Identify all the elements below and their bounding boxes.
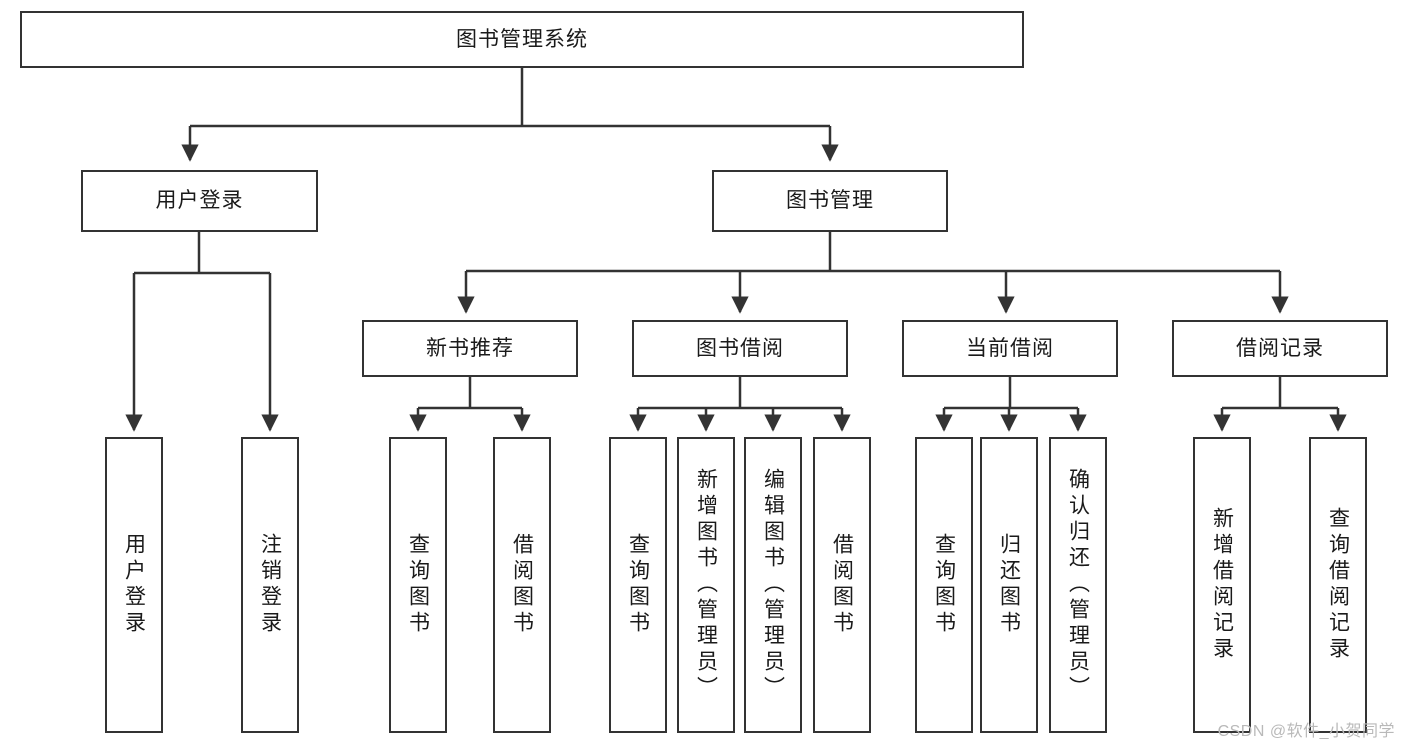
node-leaf-query-book-3[interactable]: 查询图书	[915, 437, 973, 733]
node-borrow-record[interactable]: 借阅记录	[1172, 320, 1388, 377]
node-new-book-recommend[interactable]: 新书推荐	[362, 320, 578, 377]
node-label: 查询借阅记录	[1326, 507, 1350, 663]
node-leaf-query-book-2[interactable]: 查询图书	[609, 437, 667, 733]
node-leaf-user-login[interactable]: 用户登录	[105, 437, 163, 733]
node-leaf-borrow-book-2[interactable]: 借阅图书	[813, 437, 871, 733]
node-leaf-query-book-1[interactable]: 查询图书	[389, 437, 447, 733]
node-label: 编辑图书（管理员）	[761, 468, 785, 702]
node-user-login[interactable]: 用户登录	[81, 170, 318, 232]
node-label: 确认归还（管理员）	[1066, 468, 1090, 702]
node-label: 新增图书（管理员）	[694, 468, 718, 702]
node-label: 新书推荐	[426, 336, 514, 360]
node-label: 查询图书	[932, 533, 956, 637]
node-leaf-return-book[interactable]: 归还图书	[980, 437, 1038, 733]
node-label: 当前借阅	[966, 336, 1054, 360]
node-label: 用户登录	[155, 189, 244, 213]
node-root-book-management-system[interactable]: 图书管理系统	[20, 11, 1024, 68]
node-label: 借阅图书	[830, 533, 854, 637]
node-label: 归还图书	[997, 533, 1021, 637]
node-book-management[interactable]: 图书管理	[712, 170, 948, 232]
node-leaf-add-book[interactable]: 新增图书（管理员）	[677, 437, 735, 733]
node-label: 用户登录	[122, 533, 146, 637]
node-label: 图书管理系统	[456, 27, 588, 51]
node-leaf-confirm-return[interactable]: 确认归还（管理员）	[1049, 437, 1107, 733]
watermark: CSDN @软件_小贺同学	[1217, 723, 1395, 740]
node-label: 新增借阅记录	[1210, 507, 1234, 663]
node-label: 图书借阅	[696, 336, 784, 360]
node-current-borrow[interactable]: 当前借阅	[902, 320, 1118, 377]
node-label: 注销登录	[258, 533, 282, 637]
node-book-borrow[interactable]: 图书借阅	[632, 320, 848, 377]
node-label: 图书管理	[786, 189, 874, 213]
node-label: 借阅记录	[1236, 336, 1324, 360]
node-leaf-query-borrow-record[interactable]: 查询借阅记录	[1309, 437, 1367, 733]
node-leaf-add-borrow-record[interactable]: 新增借阅记录	[1193, 437, 1251, 733]
node-leaf-logout-login[interactable]: 注销登录	[241, 437, 299, 733]
node-label: 借阅图书	[510, 533, 534, 637]
node-leaf-borrow-book-1[interactable]: 借阅图书	[493, 437, 551, 733]
node-label: 查询图书	[626, 533, 650, 637]
node-leaf-edit-book[interactable]: 编辑图书（管理员）	[744, 437, 802, 733]
node-label: 查询图书	[406, 533, 430, 637]
